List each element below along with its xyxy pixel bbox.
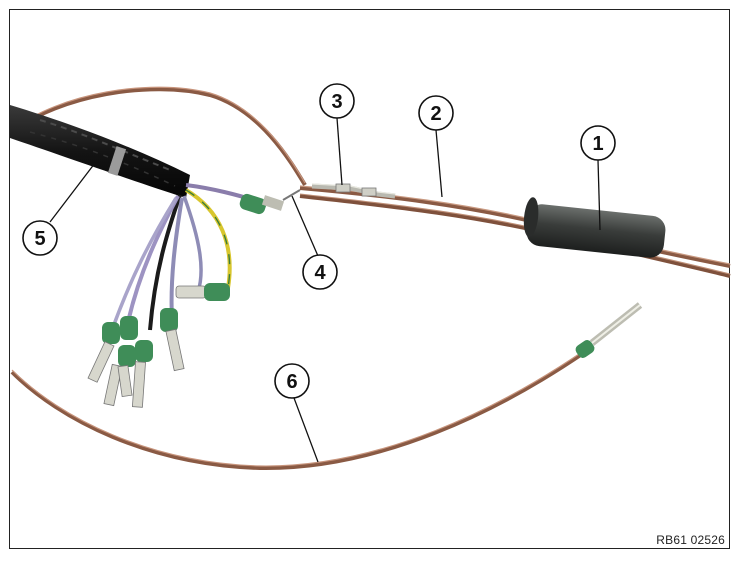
brown-wire-right-b	[299, 194, 731, 278]
callout-label: 2	[430, 103, 441, 125]
callout-4: 4	[302, 254, 338, 290]
leader-line-3	[336, 117, 343, 186]
callout-label: 3	[331, 91, 342, 113]
image-code: RB61 02526	[656, 533, 725, 547]
brown-wire-repair	[10, 350, 587, 471]
leader-line-4	[291, 195, 319, 257]
black-harness-loom	[10, 105, 190, 198]
figure-frame	[9, 9, 730, 549]
callout-label: 4	[314, 262, 326, 284]
leader-line-1	[597, 159, 601, 231]
callout-1: 1	[580, 125, 616, 161]
callout-6: 6	[274, 363, 310, 399]
brown-wire-top-loop	[10, 87, 307, 187]
heat-shrink-sleeve	[526, 204, 666, 258]
leader-line-5	[49, 162, 96, 223]
terminal-bunch	[87, 283, 230, 408]
callout-2: 2	[418, 95, 454, 131]
callout-label: 6	[286, 371, 297, 393]
leader-line-6	[293, 397, 319, 463]
callout-5: 5	[22, 220, 58, 256]
leader-line-2	[435, 129, 443, 198]
callout-label: 1	[592, 133, 603, 155]
callout-label: 5	[34, 228, 45, 250]
callout-3: 3	[319, 83, 355, 119]
